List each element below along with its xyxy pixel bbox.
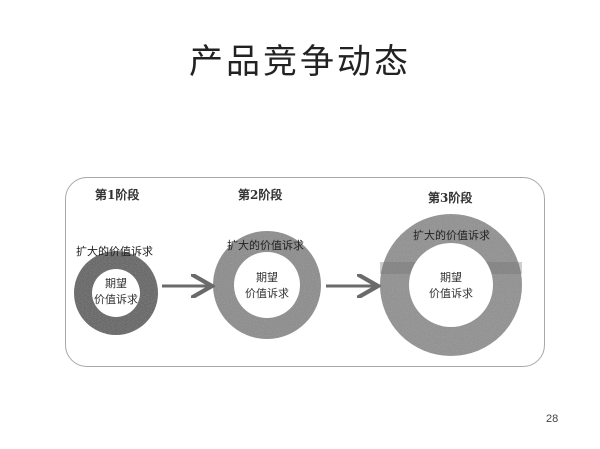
stage-2-inner-line1: 期望 xyxy=(256,271,278,284)
stage-1-ring xyxy=(74,251,158,335)
page-number: 28 xyxy=(546,413,559,425)
stage-3-inner-line1: 期望 xyxy=(440,271,462,284)
stage-3-expected-value-label: 期望 价值诉求 xyxy=(421,270,481,302)
stage-2-ring xyxy=(213,231,321,339)
stage-1-expanded-value-label: 扩大的价值诉求 xyxy=(76,245,153,258)
stage-3-expanded-value-label: 扩大的价值诉求 xyxy=(413,229,490,242)
stage-2-label: 第2阶段 xyxy=(238,188,283,202)
stage-1-label: 第1阶段 xyxy=(95,188,140,202)
diagram-frame xyxy=(65,177,545,367)
slide-title: 产品竞争动态 xyxy=(189,42,411,82)
stage-1-inner-line1: 期望 xyxy=(105,277,127,290)
stage-2-expected-value-label: 期望 价值诉求 xyxy=(237,270,297,302)
stage-3-label: 第3阶段 xyxy=(428,191,473,205)
stage-1-expected-value-label: 期望 价值诉求 xyxy=(86,276,146,308)
stage-2-expanded-value-label: 扩大的价值诉求 xyxy=(227,239,304,252)
stage-3-ring xyxy=(380,214,522,356)
stage-2-inner-line2: 价值诉求 xyxy=(245,287,289,300)
stage-3-inner-line2: 价值诉求 xyxy=(429,287,473,300)
stage-1-inner-line2: 价值诉求 xyxy=(94,293,138,306)
